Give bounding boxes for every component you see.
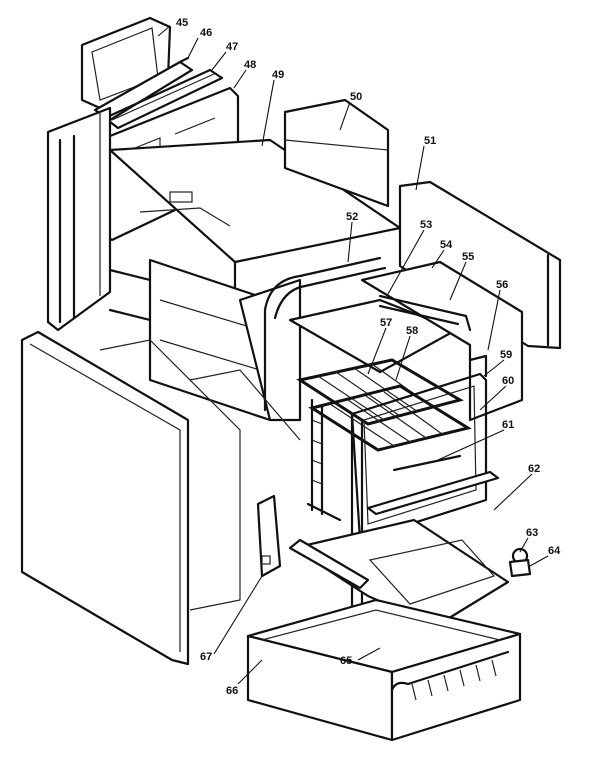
part-50-rear-panel bbox=[283, 98, 390, 208]
callout-58: 58 bbox=[406, 325, 418, 337]
part-51-side-panel bbox=[398, 180, 562, 350]
callout-50: 50 bbox=[350, 91, 362, 103]
leader-lines bbox=[157, 25, 549, 685]
callout-49: 49 bbox=[272, 69, 284, 81]
callout-labels: 45 46 47 48 49 50 51 52 53 54 55 56 57 5… bbox=[176, 17, 561, 697]
part-47-door-gasket bbox=[103, 68, 224, 130]
callout-47: 47 bbox=[226, 41, 238, 53]
broiler-pan bbox=[292, 518, 510, 628]
callout-46: 46 bbox=[200, 27, 212, 39]
callout-51: 51 bbox=[424, 135, 436, 147]
callout-61: 61 bbox=[502, 419, 514, 431]
rack-ladder-left bbox=[310, 398, 324, 516]
callout-66: 66 bbox=[226, 685, 238, 697]
callout-57: 57 bbox=[380, 317, 392, 329]
rear-body-panel bbox=[99, 339, 301, 611]
callout-59: 59 bbox=[500, 349, 512, 361]
callout-54: 54 bbox=[440, 239, 453, 251]
front-side-panel bbox=[20, 330, 190, 666]
callout-65: 65 bbox=[340, 655, 352, 667]
part-56-front-frame bbox=[350, 372, 488, 542]
callout-67: 67 bbox=[200, 651, 212, 663]
left-side-frame bbox=[46, 106, 232, 342]
part-61-broiler-bracket bbox=[392, 454, 462, 472]
callout-62: 62 bbox=[528, 463, 540, 475]
part-55-rack-support bbox=[378, 294, 472, 332]
callout-48: 48 bbox=[244, 59, 256, 71]
part-67-bracket bbox=[256, 494, 282, 578]
callout-55: 55 bbox=[462, 251, 474, 263]
callout-45: 45 bbox=[176, 17, 188, 29]
part-52-front-frame bbox=[263, 256, 387, 412]
callout-56: 56 bbox=[496, 279, 508, 291]
callout-60: 60 bbox=[502, 375, 514, 387]
callout-52: 52 bbox=[346, 211, 358, 223]
callout-63: 63 bbox=[526, 527, 538, 539]
lower-frame-rails bbox=[288, 502, 370, 590]
part-60-door-seal bbox=[468, 354, 488, 378]
callout-64: 64 bbox=[548, 545, 561, 557]
callout-53: 53 bbox=[420, 219, 432, 231]
part-62-cross-rail bbox=[366, 470, 500, 516]
part-64-hinge-bracket bbox=[508, 558, 532, 578]
part-66-storage-drawer bbox=[246, 598, 522, 742]
